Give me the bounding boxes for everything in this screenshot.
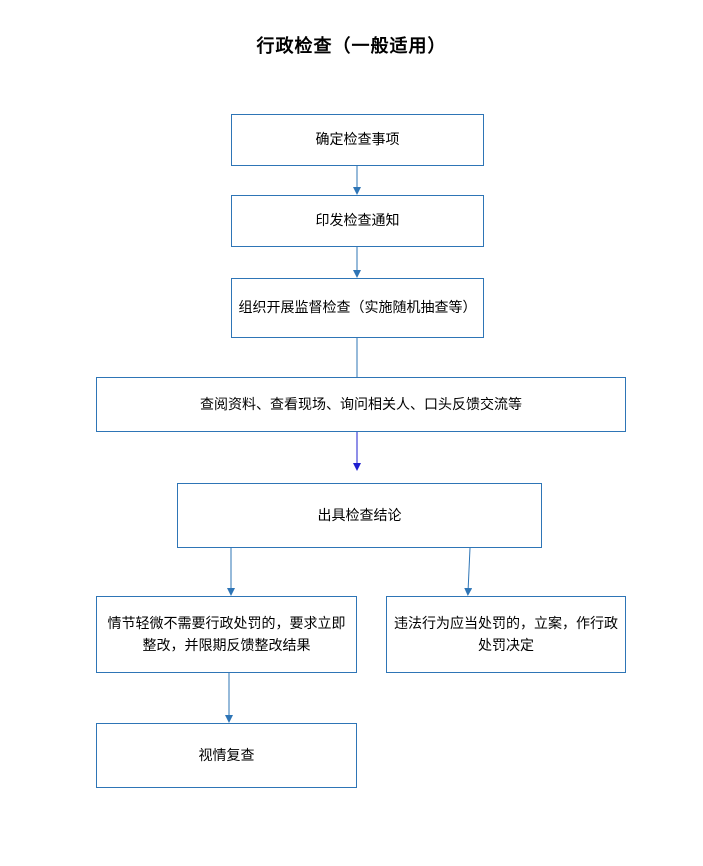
- step-issue-conclusion: 出具检查结论: [177, 483, 542, 548]
- step-punish-violation-line2: 处罚决定: [478, 637, 534, 654]
- step-punish-violation: 违法行为应当处罚的，立案，作行政 处罚决定: [386, 596, 626, 673]
- arrow-s5-to-s7: [464, 547, 473, 596]
- step-punish-violation-line1: 违法行为应当处罚的，立案，作行政: [394, 615, 618, 632]
- step-rectify-minor: 情节轻微不需要行政处罚的，要求立即 整改，并限期反馈整改结果: [96, 596, 357, 673]
- step-recheck: 视情复查: [96, 723, 357, 788]
- step-issue-notice: 印发检查通知: [231, 195, 484, 247]
- diagram-title: 行政检查（一般适用）: [256, 36, 447, 57]
- step-confirm-items: 确定检查事项: [231, 114, 484, 166]
- step-rectify-minor-line2: 整改，并限期反馈整改结果: [142, 637, 311, 654]
- step-rectify-minor-line1: 情节轻微不需要行政处罚的，要求立即: [107, 615, 346, 632]
- step-conduct-inspection-label: 组织开展监督检查（实施随机抽查等）: [238, 300, 477, 316]
- step-punish-violation-text: 违法行为应当处罚的，立案，作行政 处罚决定: [394, 613, 618, 657]
- step-recheck-label: 视情复查: [198, 747, 255, 764]
- step-conduct-inspection: 组织开展监督检查（实施随机抽查等）: [231, 278, 484, 338]
- step-issue-notice-label: 印发检查通知: [315, 213, 400, 229]
- step-review-materials: 查阅资料、查看现场、询问相关人、口头反馈交流等: [96, 377, 626, 432]
- step-confirm-items-label: 确定检查事项: [315, 132, 400, 148]
- step-issue-conclusion-label: 出具检查结论: [317, 507, 402, 524]
- step-rectify-minor-text: 情节轻微不需要行政处罚的，要求立即 整改，并限期反馈整改结果: [108, 613, 346, 657]
- step-review-materials-label: 查阅资料、查看现场、询问相关人、口头反馈交流等: [200, 396, 522, 413]
